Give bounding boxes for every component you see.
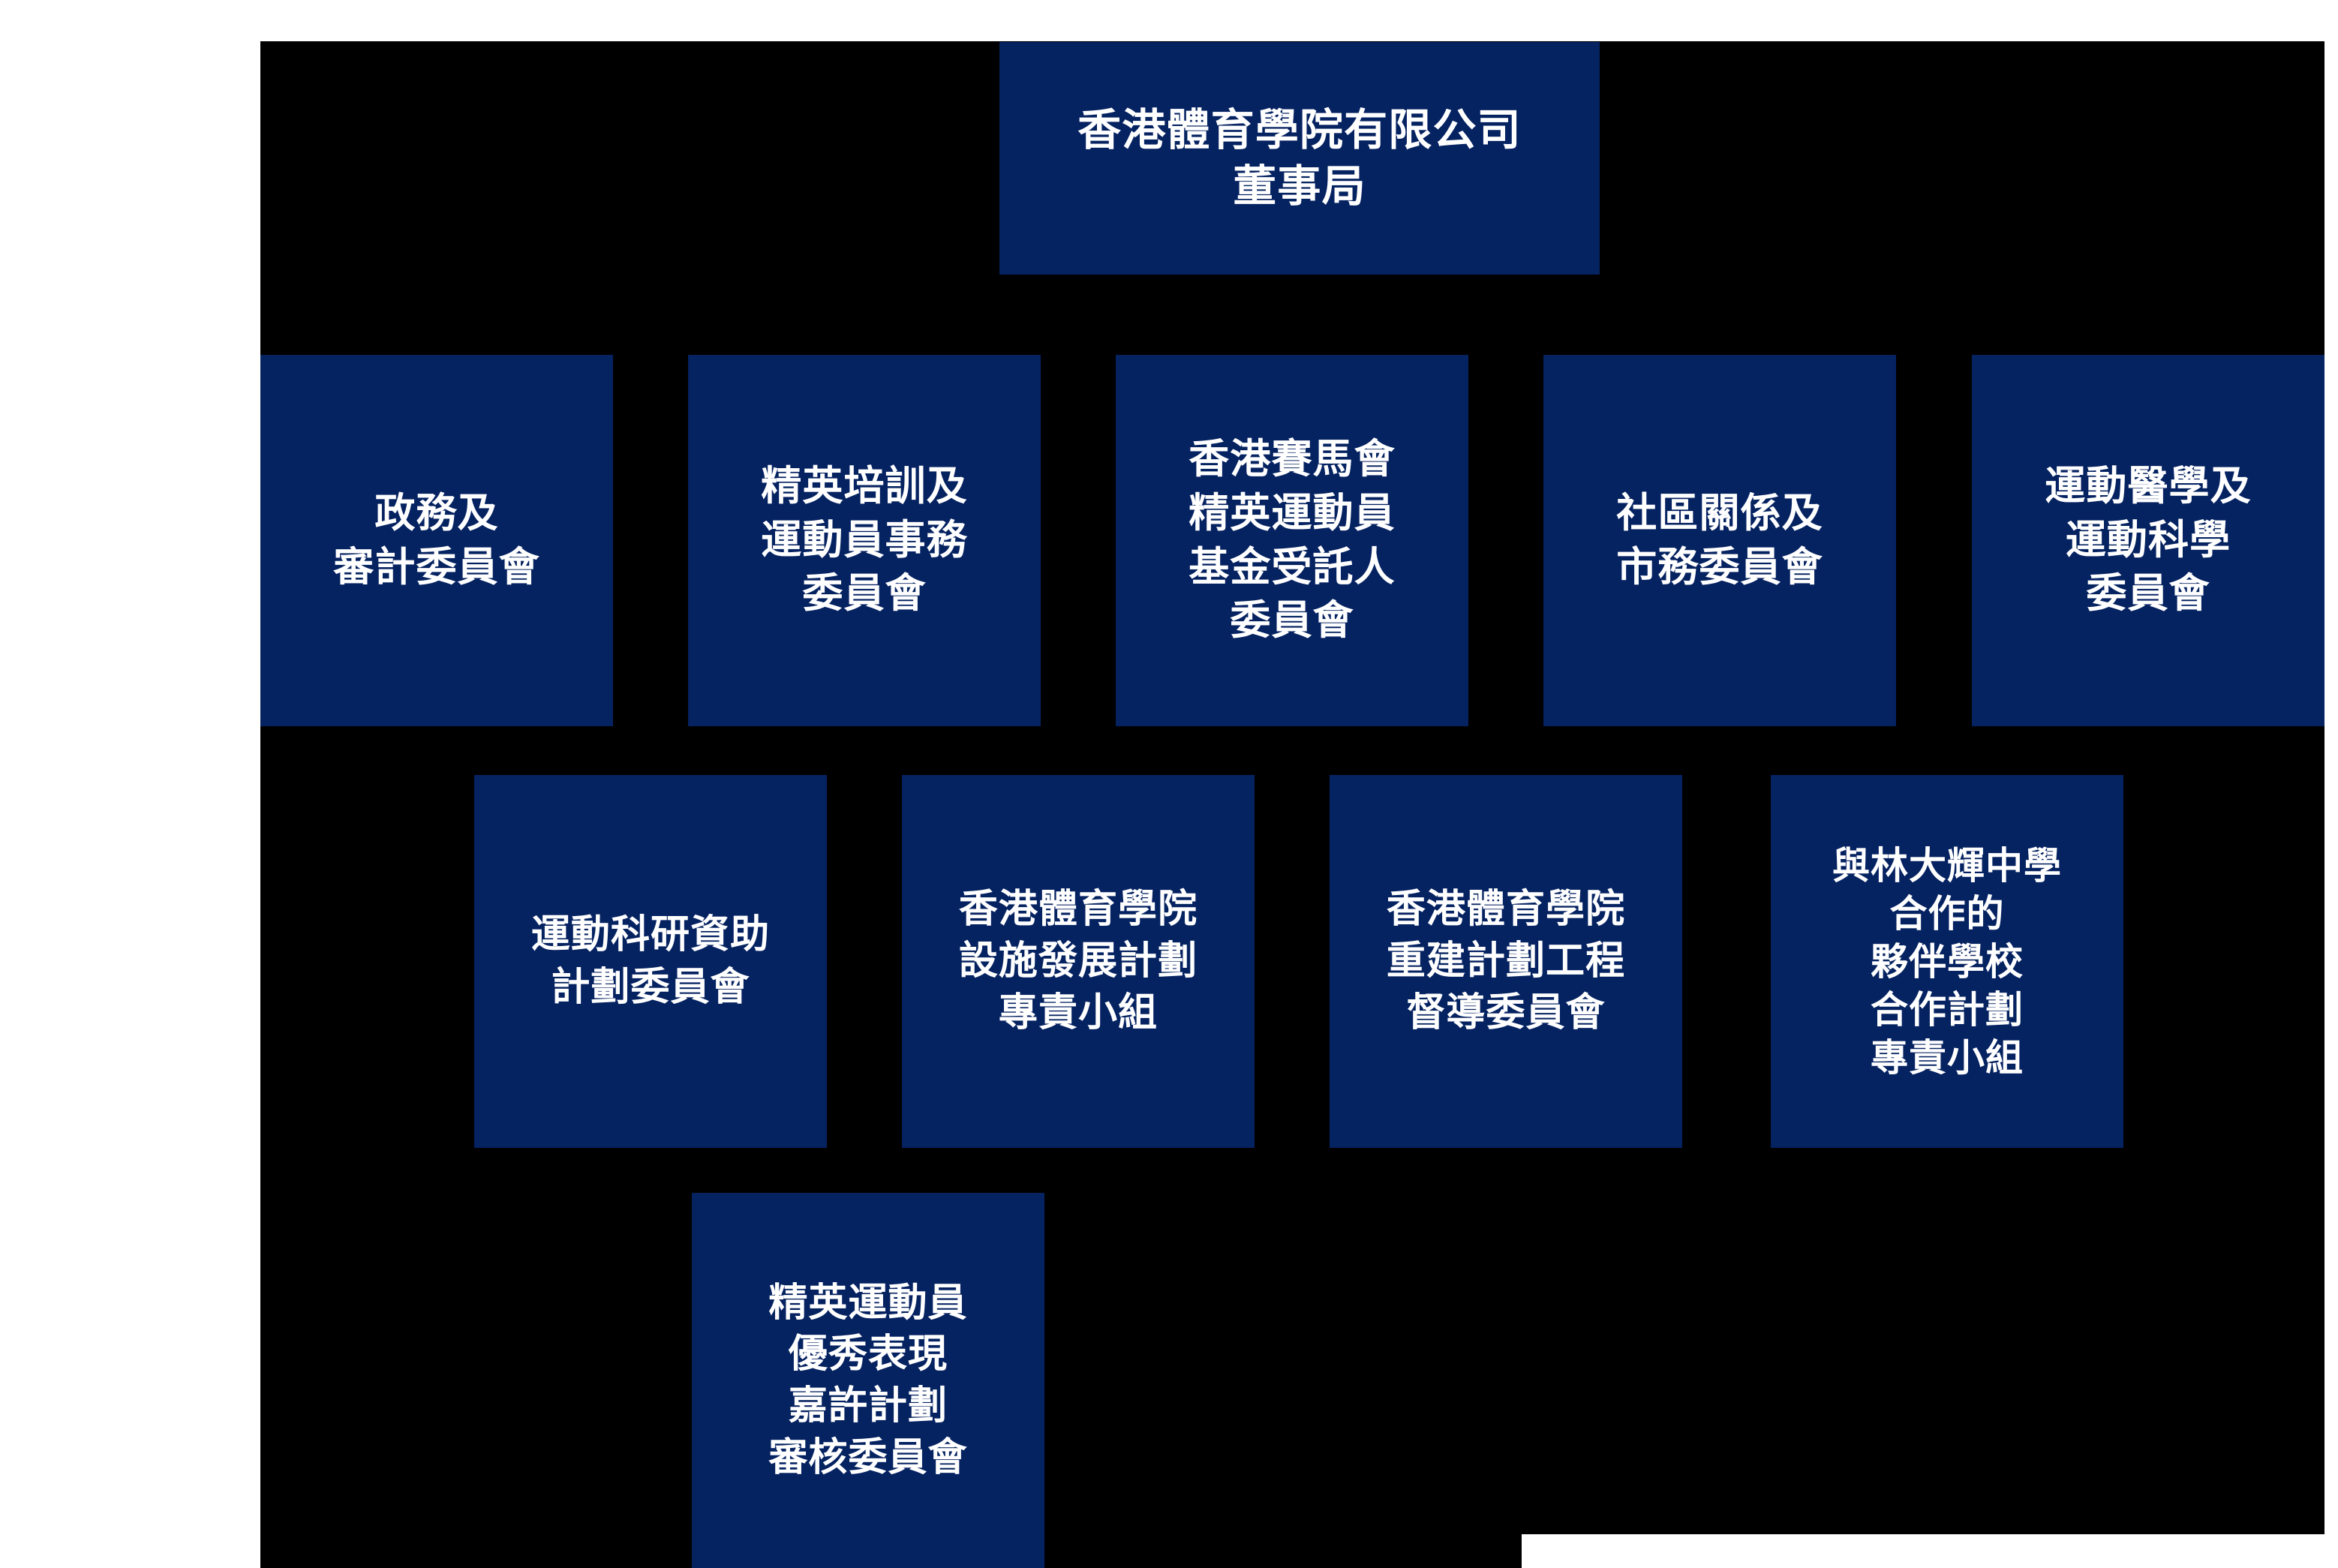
org-node-hksi-facilities-development-task-force[interactable]: 香港體育學院設施發展計劃專責小組	[902, 775, 1255, 1148]
org-node-line: 委員會	[2086, 571, 2210, 617]
org-node-hkjc-elite-athletes-fund-trustee-committee[interactable]: 香港賽馬會精英運動員基金受託人委員會	[1116, 355, 1468, 726]
org-node-sports-research-grant-scheme-committee[interactable]: 運動科研資助計劃委員會	[474, 775, 827, 1148]
org-node-elite-training-and-athlete-affairs-committee[interactable]: 精英培訓及運動員事務委員會	[688, 355, 1041, 726]
org-node-sports-medicine-and-sports-science-committee[interactable]: 運動醫學及運動科學委員會	[1972, 355, 2324, 726]
org-node-line: 精英運動員	[768, 1281, 968, 1325]
org-node-line: 設施發展計劃	[958, 939, 1198, 983]
org-node-line: 精英運動員	[1189, 490, 1396, 536]
org-node-partner-school-collaboration-task-force[interactable]: 與林大輝中學合作的夥伴學校合作計劃專責小組	[1771, 775, 2123, 1148]
org-node-line: 專責小組	[998, 991, 1158, 1035]
org-node-line: 委員會	[802, 571, 927, 617]
org-node-line: 政務及	[374, 490, 499, 536]
org-node-line: 計劃委員會	[551, 965, 750, 1009]
org-node-line: 與林大輝中學	[1832, 844, 2062, 887]
org-node-board-of-directors[interactable]: 香港體育學院有限公司董事局	[999, 42, 1600, 275]
org-node-line: 督導委員會	[1406, 991, 1606, 1035]
org-node-line: 重建計劃工程	[1386, 939, 1626, 983]
org-node-line: 合作的	[1889, 892, 2005, 935]
org-node-line: 運動科學	[2065, 517, 2231, 563]
org-node-line: 香港體育學院	[1386, 887, 1626, 931]
org-node-line: 審計委員會	[333, 544, 540, 590]
org-node-line: 運動醫學及	[2045, 463, 2252, 509]
org-node-line: 精英培訓及	[761, 463, 968, 509]
org-node-hksi-redevelopment-works-steering-committee[interactable]: 香港體育學院重建計劃工程督導委員會	[1330, 775, 1682, 1148]
org-node-line: 基金受託人	[1189, 544, 1396, 590]
org-node-line: 社區關係及	[1616, 490, 1823, 536]
org-node-line: 運動員事務	[761, 517, 968, 563]
org-node-line: 優秀表現	[788, 1332, 948, 1377]
org-node-community-relations-and-marketing-committee[interactable]: 社區關係及市務委員會	[1543, 355, 1896, 726]
org-node-administration-and-audit-committee[interactable]: 政務及審計委員會	[260, 355, 613, 726]
org-node-line: 嘉許計劃	[788, 1384, 948, 1428]
org-node-line: 合作計劃	[1871, 988, 2024, 1031]
org-node-line: 運動科研資助	[530, 913, 771, 957]
org-node-line: 香港體育學院有限公司	[1077, 105, 1522, 155]
org-node-line: 董事局	[1233, 162, 1366, 211]
org-node-line: 專責小組	[1871, 1036, 2024, 1079]
org-node-line: 市務委員會	[1616, 544, 1823, 590]
org-node-line: 香港賽馬會	[1189, 436, 1396, 482]
org-node-line: 夥伴學校	[1871, 940, 2024, 983]
org-node-elite-athletes-performance-recognition-vetting-committee[interactable]: 精英運動員優秀表現嘉許計劃審核委員會	[692, 1193, 1044, 1568]
org-node-line: 委員會	[1230, 598, 1354, 644]
org-node-line: 香港體育學院	[958, 887, 1198, 931]
org-node-line: 審核委員會	[768, 1435, 968, 1479]
